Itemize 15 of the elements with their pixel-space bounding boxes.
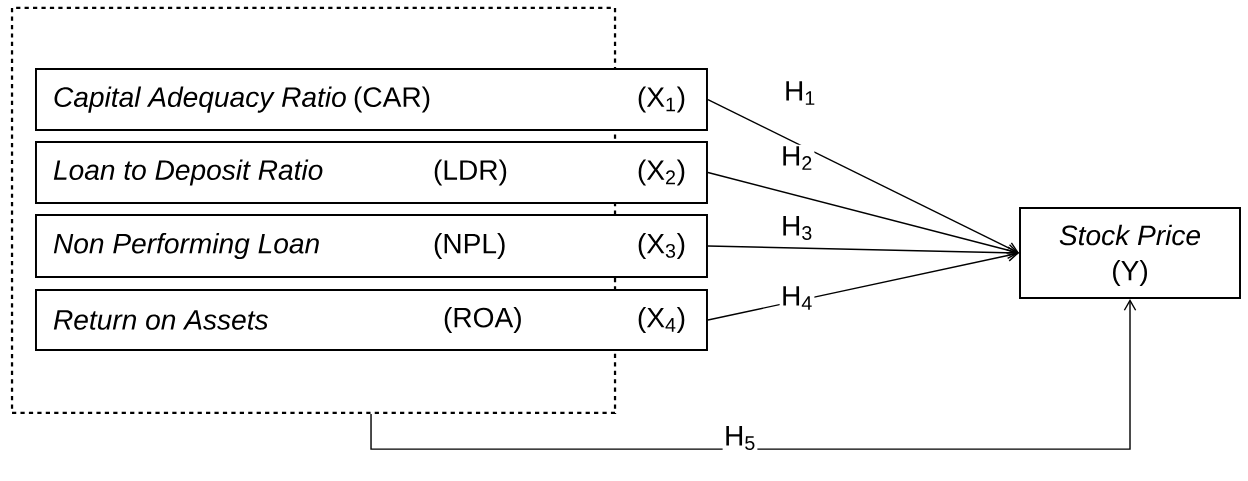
edge-label: H$_{2}$ bbox=[779, 144, 815, 172]
edge-label: H$_{5}$ bbox=[722, 424, 758, 452]
variable-box: Non Performing Loan (NPL) (X$_{3}$) bbox=[35, 214, 708, 278]
variable-box: Return on Assets (ROA) (X$_{4}$) bbox=[35, 289, 708, 351]
dashed-frame bbox=[10, 6, 617, 415]
variable-box: Loan to Deposit Ratio (LDR) (X$_{2}$) bbox=[35, 141, 708, 204]
variable-box: Capital Adequacy Ratio (CAR) (X$_{1}$) bbox=[35, 68, 708, 131]
arrow bbox=[707, 249, 1020, 321]
edge-label: H$_{3}$ bbox=[779, 214, 815, 242]
edge-label: H$_{4}$ bbox=[779, 284, 815, 312]
outcome-box: Stock Price (Y) bbox=[1019, 207, 1241, 299]
arrow bbox=[707, 245, 1019, 260]
edge-label: H$_{1}$ bbox=[782, 79, 818, 107]
arrow bbox=[707, 98, 1020, 254]
arrow bbox=[370, 298, 1137, 450]
